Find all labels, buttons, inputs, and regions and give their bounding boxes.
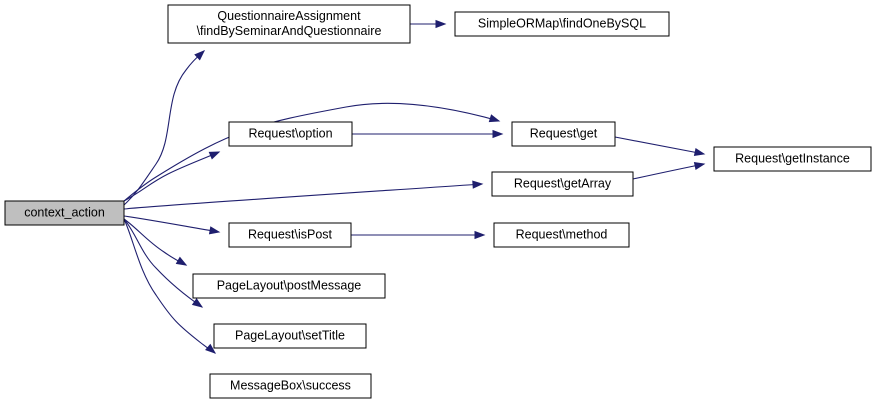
edge-context_action-to-questionnaire_assignment: [123, 50, 205, 206]
node-context_action[interactable]: context_action: [4, 200, 125, 226]
node-label: Request\isPost: [248, 227, 333, 241]
arrowhead: [492, 129, 504, 139]
edge-context_action-to-request_ispost: [123, 215, 220, 233]
node-label: Request\getArray: [514, 176, 612, 190]
node-request_option[interactable]: Request\option: [228, 121, 353, 147]
arrowhead: [474, 230, 486, 240]
node-box[interactable]: [4, 200, 125, 226]
arrowhead: [205, 343, 217, 354]
edge-request_getarray-to-request_getinstance: [632, 163, 705, 180]
edge-context_action-to-pagelayout_postmessage: [123, 218, 187, 266]
node-request_method[interactable]: Request\method: [493, 222, 630, 248]
node-box[interactable]: [213, 323, 367, 349]
node-label: context_action: [24, 205, 105, 219]
node-questionnaire_assignment[interactable]: QuestionnaireAssignment\findBySeminarAnd…: [167, 4, 411, 44]
node-label: Request\option: [248, 126, 332, 140]
edge-context_action-to-pagelayout_settitle: [123, 218, 203, 308]
node-box[interactable]: [493, 222, 630, 248]
edge-request_get-to-request_getinstance: [614, 136, 705, 155]
nodes-layer: context_action QuestionnaireAssignment\fi…: [4, 4, 872, 399]
arrowhead: [693, 161, 706, 171]
node-box[interactable]: [192, 273, 386, 299]
node-label: Request\method: [516, 227, 608, 241]
node-box[interactable]: [167, 4, 411, 44]
edge-context_action-to-request_option: [123, 151, 220, 202]
node-box[interactable]: [491, 171, 634, 197]
node-label: PageLayout\setTitle: [235, 328, 345, 342]
arrowhead: [488, 114, 501, 123]
node-label: \findBySeminarAndQuestionnaire: [197, 24, 382, 38]
node-box[interactable]: [209, 373, 372, 399]
arrowhead: [208, 226, 221, 235]
edges-layer: [123, 23, 705, 354]
arrowhead: [175, 256, 188, 266]
arrowhead: [693, 147, 706, 157]
node-request_ispost[interactable]: Request\isPost: [228, 222, 352, 248]
node-label: QuestionnaireAssignment: [217, 9, 361, 23]
node-box[interactable]: [228, 121, 353, 147]
node-simpleormap_findonebysql[interactable]: SimpleORMap\findOneBySQL: [454, 11, 670, 37]
node-request_getarray[interactable]: Request\getArray: [491, 171, 634, 197]
arrowhead: [472, 180, 484, 189]
arrowhead: [435, 19, 447, 29]
arrowhead: [191, 298, 204, 308]
arrowheads-layer: [175, 19, 706, 354]
node-pagelayout_postmessage[interactable]: PageLayout\postMessage: [192, 273, 386, 299]
node-request_getinstance[interactable]: Request\getInstance: [713, 146, 872, 172]
edge-context_action-to-messagebox_success: [123, 218, 216, 354]
arrowhead: [194, 50, 206, 61]
node-box[interactable]: [454, 11, 670, 37]
node-label: PageLayout\postMessage: [217, 278, 362, 292]
node-request_get[interactable]: Request\get: [511, 121, 616, 147]
node-box[interactable]: [713, 146, 872, 172]
node-box[interactable]: [511, 121, 616, 147]
node-label: MessageBox\success: [230, 378, 351, 392]
node-label: Request\get: [530, 126, 598, 140]
node-label: Request\getInstance: [735, 151, 850, 165]
node-pagelayout_settitle[interactable]: PageLayout\setTitle: [213, 323, 367, 349]
node-messagebox_success[interactable]: MessageBox\success: [209, 373, 372, 399]
node-label: SimpleORMap\findOneBySQL: [478, 16, 646, 30]
arrowhead: [208, 151, 221, 160]
node-box[interactable]: [228, 222, 352, 248]
edge-context_action-to-request_getarray: [123, 183, 483, 210]
